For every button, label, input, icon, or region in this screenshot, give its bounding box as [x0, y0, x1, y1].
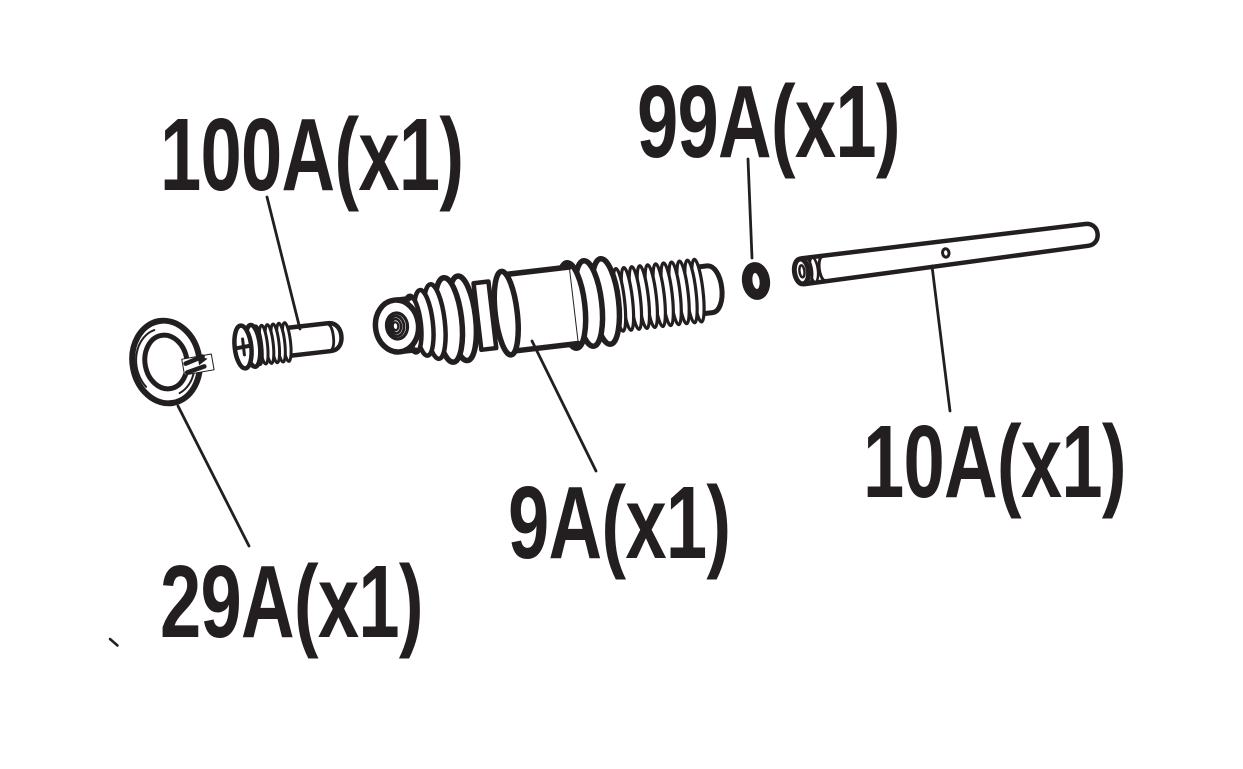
- leader-29a: [176, 404, 251, 548]
- part-9a-threaded-body: [372, 256, 725, 365]
- part-10a-shaft-rod: [791, 221, 1100, 287]
- leader-99a: [746, 157, 754, 260]
- threaded-hole: [384, 311, 410, 341]
- rod-pin-hole: [941, 247, 951, 259]
- screw-thread-section: [252, 321, 293, 367]
- label-9a: 9A(x1): [508, 466, 730, 581]
- screw-shank-chamfer: [327, 323, 336, 351]
- label-99a: 99A(x1): [637, 65, 900, 180]
- part-99a-o-ring: [741, 262, 771, 300]
- rod-collar-edge: [817, 255, 827, 282]
- part-100a-slotted-screw: [232, 320, 344, 371]
- rod-bore: [798, 264, 806, 279]
- part-29a-split-washer: [129, 317, 215, 407]
- leader-100a: [265, 195, 302, 331]
- screw-shank: [284, 320, 344, 358]
- washer-highlight: [135, 329, 156, 388]
- leader-9a: [530, 339, 598, 473]
- screw-slot-cross: [234, 337, 253, 357]
- body-middle-cylinder: [500, 264, 582, 354]
- body-flange: [491, 268, 521, 358]
- stray-tick-mark: [108, 637, 119, 647]
- leader-10a: [930, 264, 952, 413]
- washer-split-gap: [181, 353, 215, 376]
- label-29a: 29A(x1): [160, 545, 423, 660]
- label-10a: 10A(x1): [863, 405, 1126, 520]
- label-100a: 100A(x1): [160, 98, 463, 213]
